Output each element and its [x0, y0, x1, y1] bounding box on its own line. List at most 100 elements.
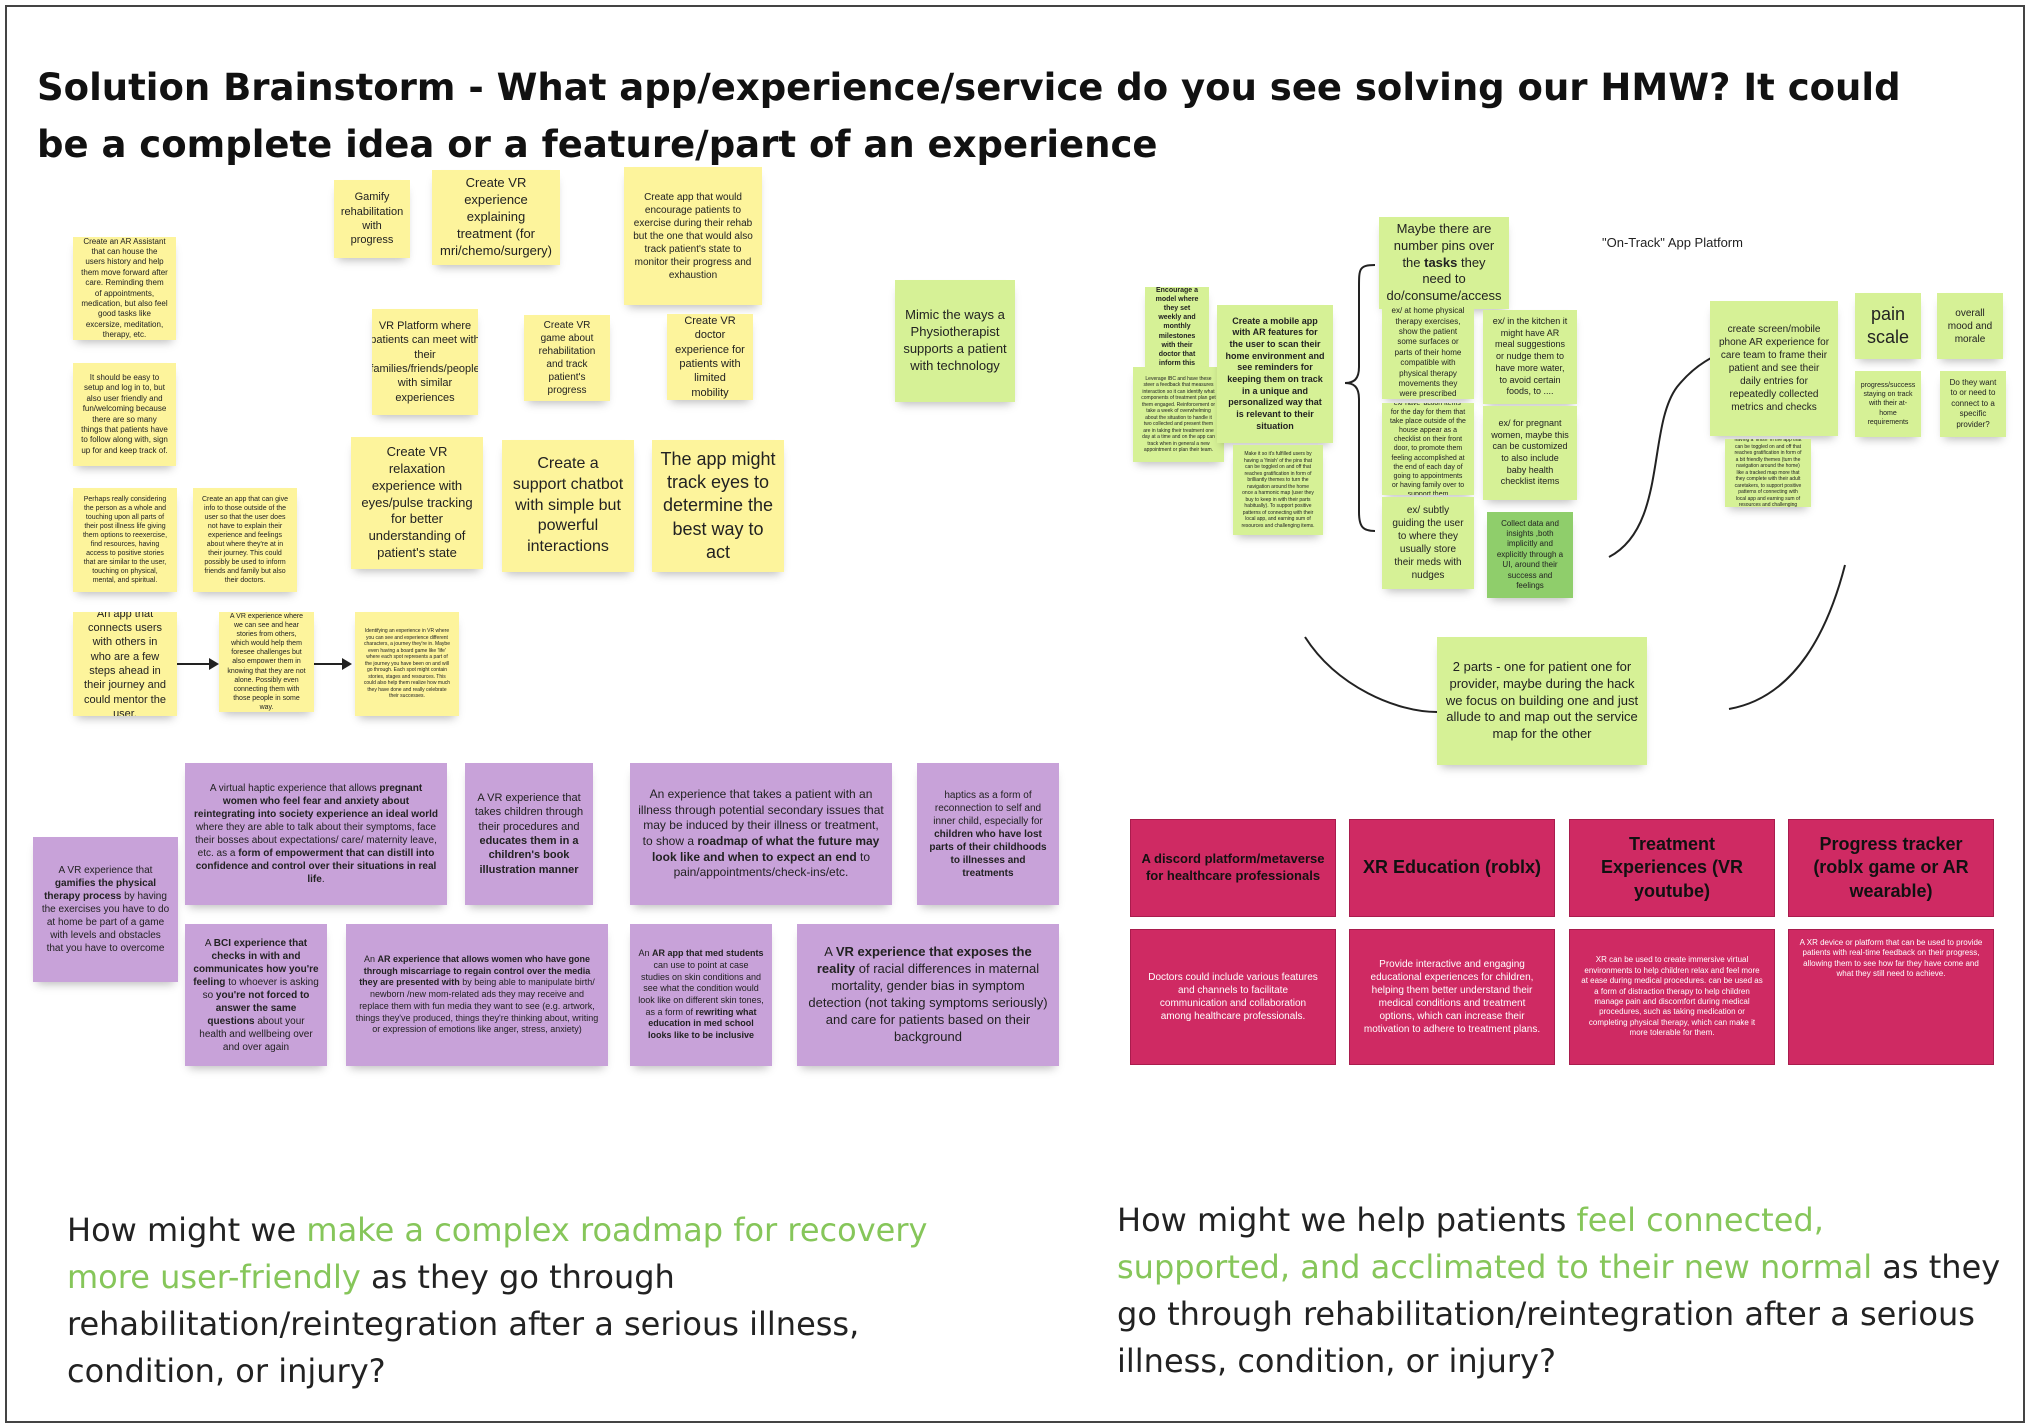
hmw-statement-left: How might we make a complex roadmap for …: [67, 1211, 928, 1390]
sticky-note-pregnant[interactable]: ex/ for pregnant women, maybe this can b…: [1483, 406, 1577, 500]
sticky-note-chatbot[interactable]: Create a support chatbot with simple but…: [502, 440, 634, 572]
note-text: An app that connects users with others i…: [84, 612, 166, 716]
note-text: pain scale: [1866, 303, 1910, 347]
note-text: A VR experience that gamifies the physic…: [41, 865, 170, 954]
sticky-note-easy-setup[interactable]: It should be easy to setup and log in to…: [73, 363, 176, 466]
note-text: ex/ have 'action items' for the day for …: [1390, 403, 1466, 495]
card-title: A discord platform/metaverse for healthc…: [1141, 851, 1325, 883]
note-text: Make it so it's fulfilled users by havin…: [1241, 451, 1315, 529]
note-text: Create an AR Assistant that can house th…: [81, 237, 168, 340]
note-text: Gamify rehabilitation with progress: [340, 191, 404, 247]
note-text: Create a support chatbot with simple but…: [512, 455, 624, 556]
curve-connector: [1608, 351, 1726, 558]
note-text: A virtual haptic experience that allows …: [194, 783, 438, 885]
sticky-note-connect-app[interactable]: An app that connects users with others i…: [73, 612, 177, 716]
card-title: Progress tracker (roblx game or AR weara…: [1813, 833, 1969, 901]
sticky-note-gamifies[interactable]: A VR experience that gamifies the physic…: [33, 837, 178, 982]
sticky-note-connect-provider[interactable]: Do they want to or need to connect to a …: [1940, 371, 2006, 437]
sticky-note-inner-child[interactable]: haptics as a form of reconnection to sel…: [917, 763, 1059, 905]
sticky-note-progress-success[interactable]: progress/success staying on track with t…: [1855, 371, 1921, 437]
page-title: Solution Brainstorm - What app/experienc…: [37, 66, 1901, 166]
note-text: An experience that takes a patient with …: [638, 787, 884, 880]
sticky-note-vr-stories[interactable]: A VR experience where we can see and hea…: [219, 612, 314, 712]
sticky-note-identify[interactable]: Identifying an experience in VR where yo…: [355, 612, 459, 716]
note-text: Create VR relaxation experience with eye…: [361, 443, 473, 561]
card-body: Provide interactive and engaging educati…: [1363, 959, 1541, 1035]
sticky-note-roadmap[interactable]: An experience that takes a patient with …: [630, 763, 892, 905]
card-body: XR can be used to create immersive virtu…: [1581, 955, 1763, 1038]
sticky-note-vr-game[interactable]: Create VR game about rehabilitation and …: [524, 315, 610, 401]
sticky-note-two-parts[interactable]: 2 parts - one for patient one for provid…: [1437, 637, 1647, 765]
whiteboard-canvas[interactable]: Solution Brainstorm - What app/experienc…: [5, 5, 2025, 1423]
note-text: Create a mobile app with AR features for…: [1225, 315, 1325, 431]
sticky-note-care-team-small[interactable]: Make it so the children were by having a…: [1725, 439, 1811, 507]
hmw-highlight: feel connected, supported, and acclimate…: [1117, 1201, 1873, 1286]
note-text: A VR experience where we can see and hea…: [227, 612, 306, 711]
note-text: create screen/mobile phone AR experience…: [1718, 324, 1830, 413]
sticky-note-eye-track[interactable]: The app might track eyes to determine th…: [652, 440, 784, 572]
note-text: Mimic the ways a Physiotherapist support…: [903, 307, 1007, 373]
sticky-note-gamify[interactable]: Gamify rehabilitation with progress: [334, 180, 410, 258]
sticky-note-kitchen[interactable]: ex/ in the kitchen it might have AR meal…: [1483, 310, 1577, 404]
sticky-note-number-pins[interactable]: Maybe there are number pins over the tas…: [1379, 217, 1509, 309]
note-text: VR Platform where patients can meet with…: [372, 320, 478, 404]
sticky-note-bci[interactable]: A BCI experience that checks in with and…: [185, 924, 327, 1066]
sticky-note-leverage[interactable]: Leverage IBC and have these steer a feed…: [1133, 367, 1224, 462]
red-card-title-discord[interactable]: A discord platform/metaverse for healthc…: [1130, 819, 1336, 917]
sticky-note-med-students[interactable]: An AR app that med students can use to p…: [630, 924, 772, 1066]
note-text: Encourage a model where they set weekly …: [1155, 287, 1199, 367]
note-text: A VR experience that takes children thro…: [474, 792, 584, 876]
sticky-note-vr-platform[interactable]: VR Platform where patients can meet with…: [372, 309, 478, 415]
note-text: Create VR game about rehabilitation and …: [538, 320, 596, 396]
hmw-highlight: make a complex roadmap for recovery more…: [67, 1211, 928, 1296]
sticky-note-screen-mobile[interactable]: create screen/mobile phone AR experience…: [1710, 301, 1838, 436]
arrow-head: [342, 658, 352, 670]
note-text: ex/ in the kitchen it might have AR meal…: [1492, 316, 1568, 397]
connector-layer: [177, 264, 1846, 713]
red-card-body-xr-education[interactable]: Provide interactive and engaging educati…: [1349, 929, 1555, 1065]
sticky-note-vr-relax[interactable]: Create VR relaxation experience with eye…: [351, 437, 483, 569]
sticky-note-disparities[interactable]: A VR experience that exposes the reality…: [797, 924, 1059, 1066]
red-card-title-progress-tracker[interactable]: Progress tracker (roblx game or AR weara…: [1788, 819, 1994, 917]
note-text: Create VR experience explaining treatmen…: [440, 175, 552, 258]
sticky-note-meds[interactable]: ex/ subtly guiding the user to where the…: [1382, 497, 1474, 589]
hmw-statement-right: How might we help patients feel connecte…: [1117, 1201, 2001, 1380]
sticky-note-pain-scale[interactable]: pain scale: [1855, 293, 1921, 359]
sticky-note-home-pt[interactable]: ex/ at home physical therapy exercises, …: [1382, 307, 1474, 399]
note-text: Create app that would encourage patients…: [633, 191, 753, 281]
sticky-note-mimic[interactable]: Mimic the ways a Physiotherapist support…: [895, 280, 1015, 402]
note-text: Create an app that can give info to thos…: [201, 495, 288, 585]
card-title: Treatment Experiences (VR youtube): [1600, 833, 1744, 901]
sticky-note-vr-doctor[interactable]: Create VR doctor experience for patients…: [667, 314, 753, 400]
note-text: Perhaps really considering the person as…: [82, 495, 168, 585]
sticky-note-mobile-app[interactable]: Create a mobile app with AR features for…: [1217, 305, 1333, 443]
platform-label: "On-Track" App Platform: [1602, 235, 1743, 250]
red-card-body-treatment[interactable]: XR can be used to create immersive virtu…: [1569, 929, 1775, 1065]
sticky-note-vr-treatment[interactable]: Create VR experience explaining treatmen…: [432, 170, 560, 265]
note-text: The app might track eyes to determine th…: [660, 448, 776, 563]
red-card-body-progress-tracker[interactable]: A XR device or platform that can be used…: [1788, 929, 1994, 1065]
sticky-note-small-note[interactable]: Make it so it's fulfilled users by havin…: [1233, 445, 1323, 535]
curve-connector: [1728, 564, 1846, 710]
red-card-body-discord[interactable]: Doctors could include various features a…: [1130, 929, 1336, 1065]
note-text: Do they want to or need to connect to a …: [1949, 378, 1997, 429]
sticky-note-action-items[interactable]: ex/ have 'action items' for the day for …: [1382, 403, 1474, 495]
sticky-note-overall-mood[interactable]: overall mood and morale: [1937, 293, 2003, 359]
note-text: It should be easy to setup and log in to…: [81, 372, 168, 455]
sticky-note-collect-data[interactable]: Collect data and insights ,both implicit…: [1487, 512, 1573, 598]
sticky-note-encourage-model[interactable]: Encourage a model where they set weekly …: [1145, 287, 1209, 367]
sticky-note-outside-user[interactable]: Create an app that can give info to thos…: [193, 488, 297, 592]
sticky-note-exercise-app[interactable]: Create app that would encourage patients…: [624, 167, 762, 305]
note-text: Create VR doctor experience for patients…: [675, 315, 745, 399]
note-text: ex/ for pregnant women, maybe this can b…: [1491, 417, 1569, 487]
note-text: overall mood and morale: [1947, 307, 1993, 345]
sticky-note-whole-person[interactable]: Perhaps really considering the person as…: [73, 488, 177, 592]
arrow-head: [209, 658, 219, 670]
sticky-note-haptic[interactable]: A virtual haptic experience that allows …: [185, 763, 447, 905]
note-text: Maybe there are number pins over the tas…: [1386, 220, 1502, 304]
red-card-title-treatment[interactable]: Treatment Experiences (VR youtube): [1569, 819, 1775, 917]
sticky-note-ar-assistant[interactable]: Create an AR Assistant that can house th…: [73, 237, 176, 340]
sticky-note-ar-miscarriage[interactable]: An AR experience that allows women who h…: [346, 924, 608, 1066]
sticky-note-children-book[interactable]: A VR experience that takes children thro…: [465, 763, 593, 905]
red-card-title-xr-education[interactable]: XR Education (roblx): [1349, 819, 1555, 917]
